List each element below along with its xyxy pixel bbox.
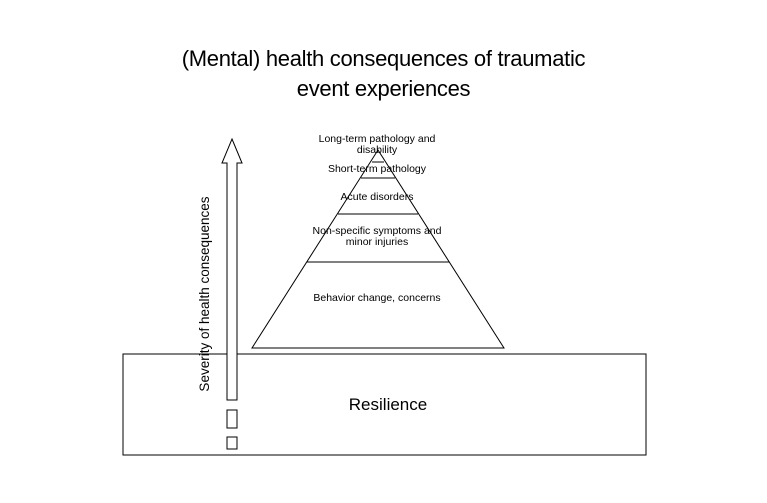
- title-line-1: (Mental) health consequences of traumati…: [181, 46, 586, 71]
- level-label-non-specific-1: Non-specific symptoms and: [313, 225, 442, 237]
- severity-arrow: [221, 137, 243, 401]
- diagram-title: (Mental) health consequences of traumati…: [0, 44, 767, 104]
- level-label-long-term-1: Long-term pathology and: [319, 133, 436, 145]
- level-label-non-specific-2: minor injuries: [346, 236, 408, 248]
- level-label-behavior: Behavior change, concerns: [313, 292, 440, 304]
- pyramid-outline: [251, 149, 505, 349]
- title-line-2: event experiences: [296, 76, 471, 101]
- resilience-box: [122, 353, 647, 456]
- level-label-acute: Acute disorders: [341, 191, 414, 203]
- severity-arrow-dash-1: [226, 409, 238, 429]
- resilience-label: Resilience: [349, 395, 427, 414]
- level-label-long-term-2: disability: [357, 144, 398, 156]
- severity-arrow-dash-2: [226, 436, 238, 450]
- level-label-short-term: Short-term pathology: [328, 163, 427, 175]
- severity-axis-label: Severity of health consequences: [197, 196, 212, 391]
